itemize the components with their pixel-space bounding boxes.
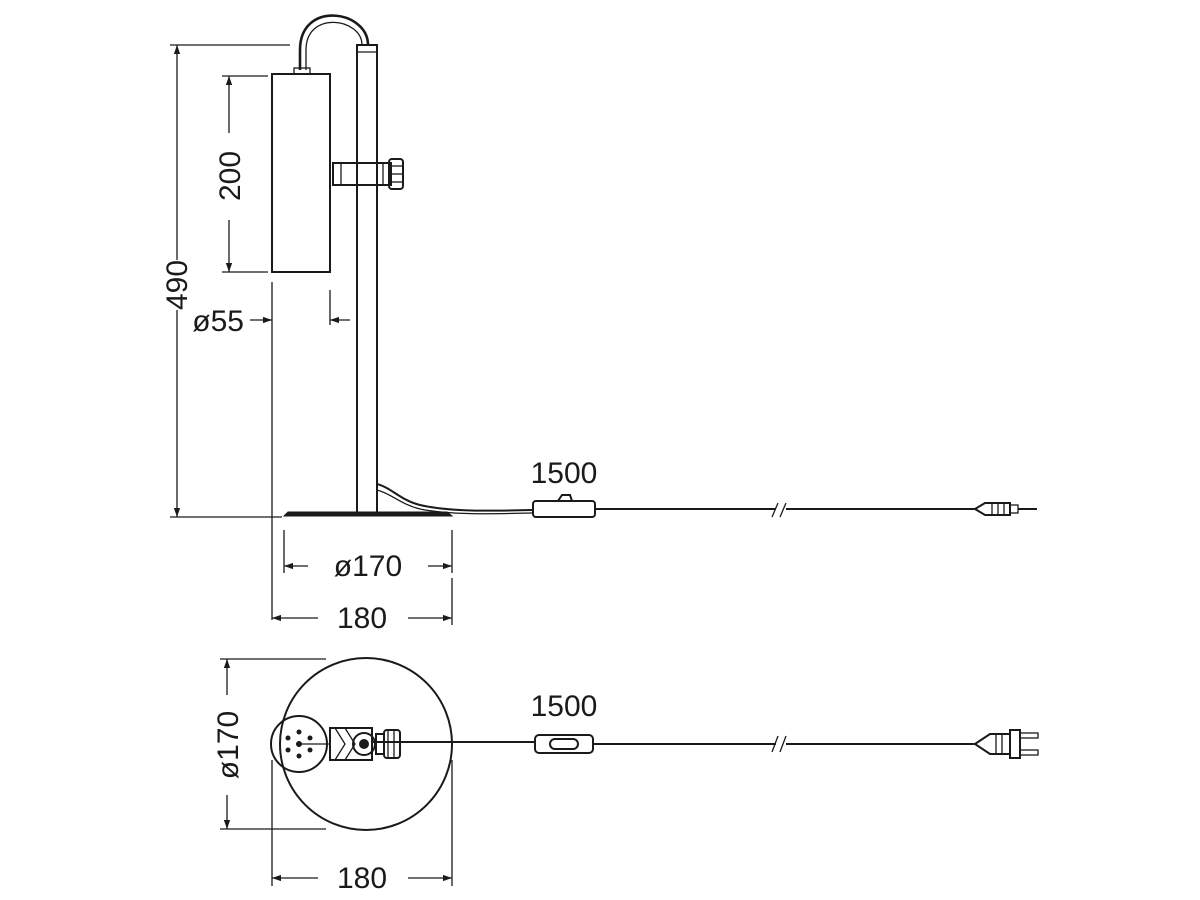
top-width-label: 180: [337, 862, 387, 895]
plug-top: [973, 729, 1039, 759]
dimension-top-width: 180: [271, 760, 453, 895]
dimension-base-width: 180: [272, 578, 453, 635]
cable-switch: [532, 500, 596, 518]
lamp-base: [282, 511, 454, 517]
dimension-height: 490: [161, 44, 290, 518]
dimension-head-diameter: ø55: [192, 282, 350, 620]
plug-side: [973, 502, 1037, 516]
lamp-pole: [356, 44, 378, 516]
lamp-head-top: [270, 715, 330, 773]
lamp-clamp-top: [329, 727, 401, 761]
power-cable: [376, 483, 534, 512]
lamp-head: [271, 73, 331, 273]
head-cable: [298, 14, 370, 70]
base-width-label: 180: [337, 602, 387, 635]
head-length-label: 200: [214, 151, 247, 201]
cable-switch-top: [534, 734, 594, 754]
cable-length-label-top: 1500: [531, 690, 598, 723]
side-view: 490 200 ø55 1500 ø170: [161, 14, 1037, 635]
head-diameter-label: ø55: [192, 305, 244, 338]
base-diameter-label: ø170: [334, 550, 402, 583]
dimension-head-length: 200: [214, 75, 268, 273]
base-top: [279, 657, 453, 831]
top-view: 1500 ø170 180: [212, 657, 1039, 895]
dimension-top-diameter: ø170: [212, 658, 326, 830]
top-diameter-label: ø170: [212, 711, 245, 779]
dimension-base-diameter: ø170: [283, 530, 453, 583]
lamp-clamp: [332, 158, 404, 190]
height-label: 490: [161, 260, 194, 310]
cable-length-label-side: 1500: [531, 457, 598, 490]
